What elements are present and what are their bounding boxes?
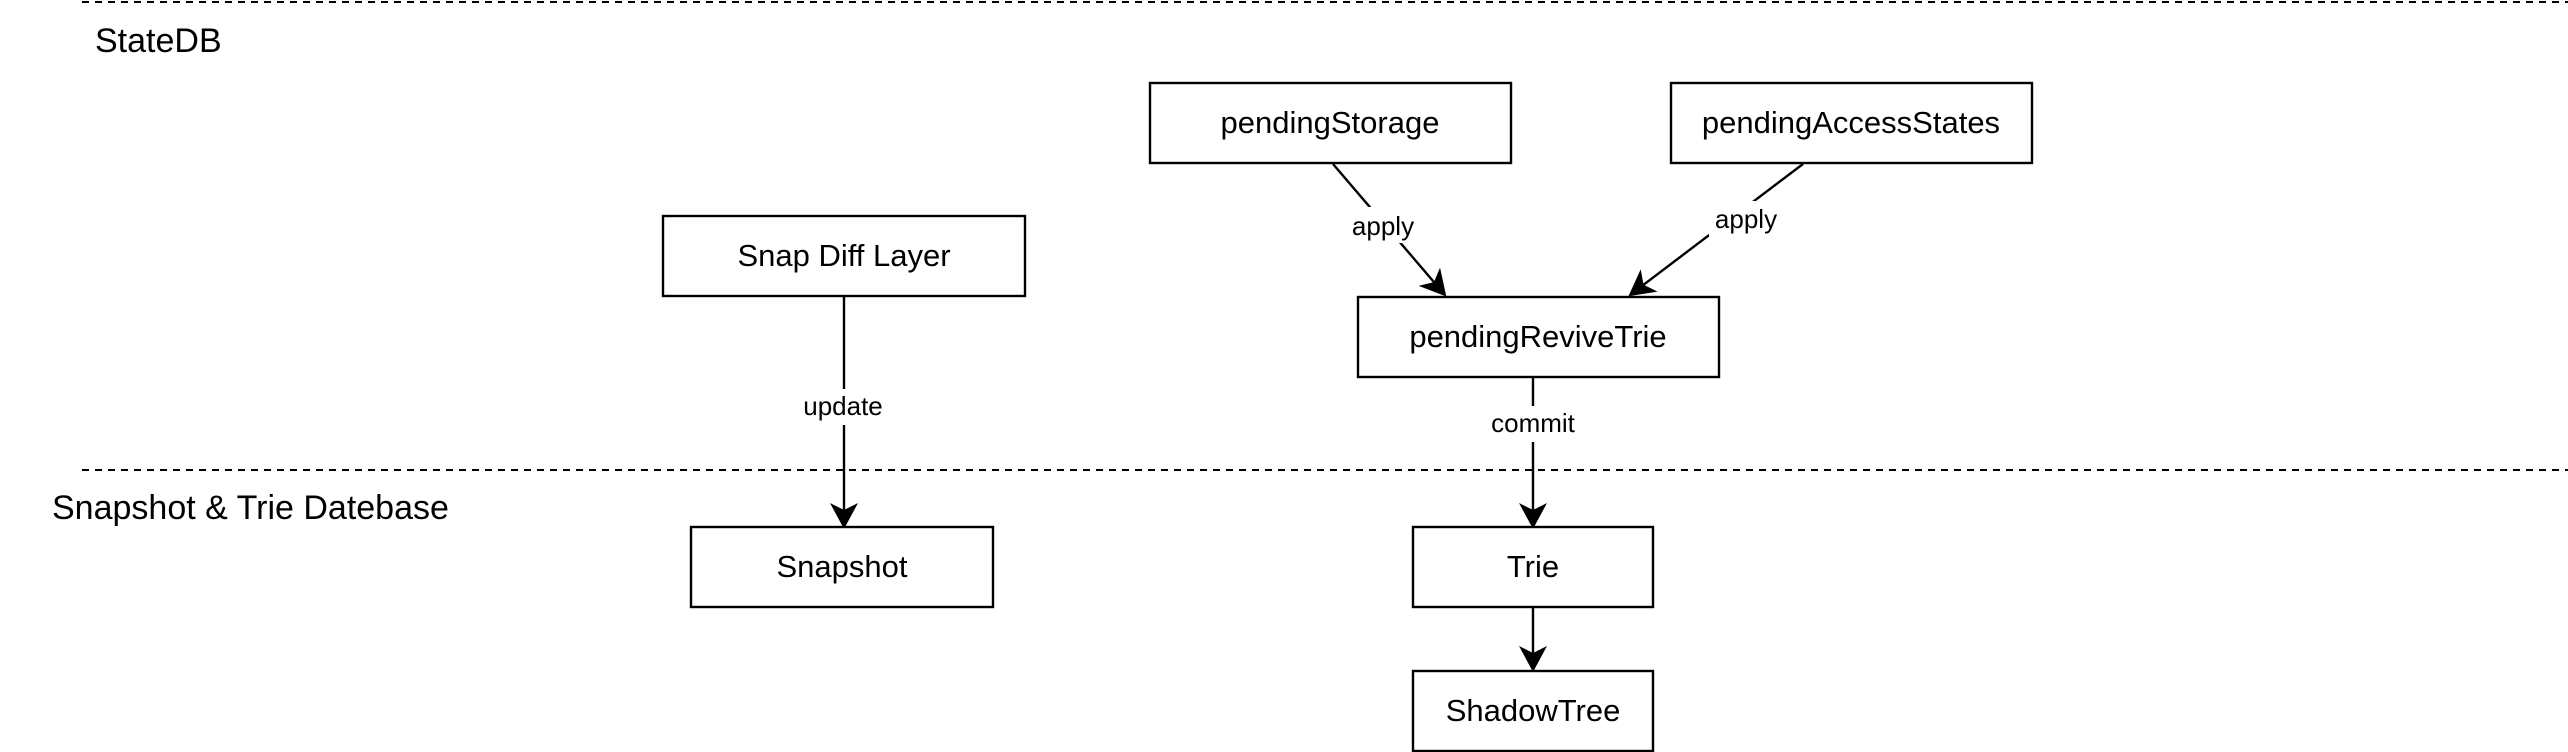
node-pending-access-states: pendingAccessStates [1669, 81, 2034, 165]
edge-snap-update: update [796, 297, 892, 529]
node-label-pending-access-states: pendingAccessStates [1702, 105, 2000, 140]
edge-revive-commit: commit [1480, 378, 1586, 529]
region-label-statedb: StateDB [95, 22, 222, 60]
node-label-shadow-tree: ShadowTree [1446, 693, 1621, 728]
node-label-snap-diff-layer: Snap Diff Layer [737, 238, 950, 273]
node-label-snapshot: Snapshot [777, 549, 908, 584]
node-label-trie: Trie [1507, 549, 1559, 584]
edge-access-apply: apply [1628, 163, 1804, 297]
node-label-pending-storage: pendingStorage [1221, 105, 1440, 140]
edge-label-access-apply: apply [1715, 204, 1777, 234]
node-snap-diff-layer: Snap Diff Layer [661, 214, 1027, 298]
node-trie: Trie [1411, 525, 1655, 609]
edge-label-revive-commit: commit [1491, 408, 1576, 438]
edge-label-snap-update: update [803, 391, 883, 421]
node-snapshot: Snapshot [689, 525, 995, 609]
region-label-database: Snapshot & Trie Datebase [52, 489, 449, 527]
node-pending-storage: pendingStorage [1148, 81, 1513, 165]
node-pending-revive-trie: pendingReviveTrie [1356, 295, 1721, 379]
node-label-pending-revive-trie: pendingReviveTrie [1409, 319, 1666, 354]
node-shadow-tree: ShadowTree [1411, 669, 1655, 752]
edge-storage-apply: apply [1332, 163, 1447, 297]
edge-label-storage-apply: apply [1352, 211, 1414, 241]
